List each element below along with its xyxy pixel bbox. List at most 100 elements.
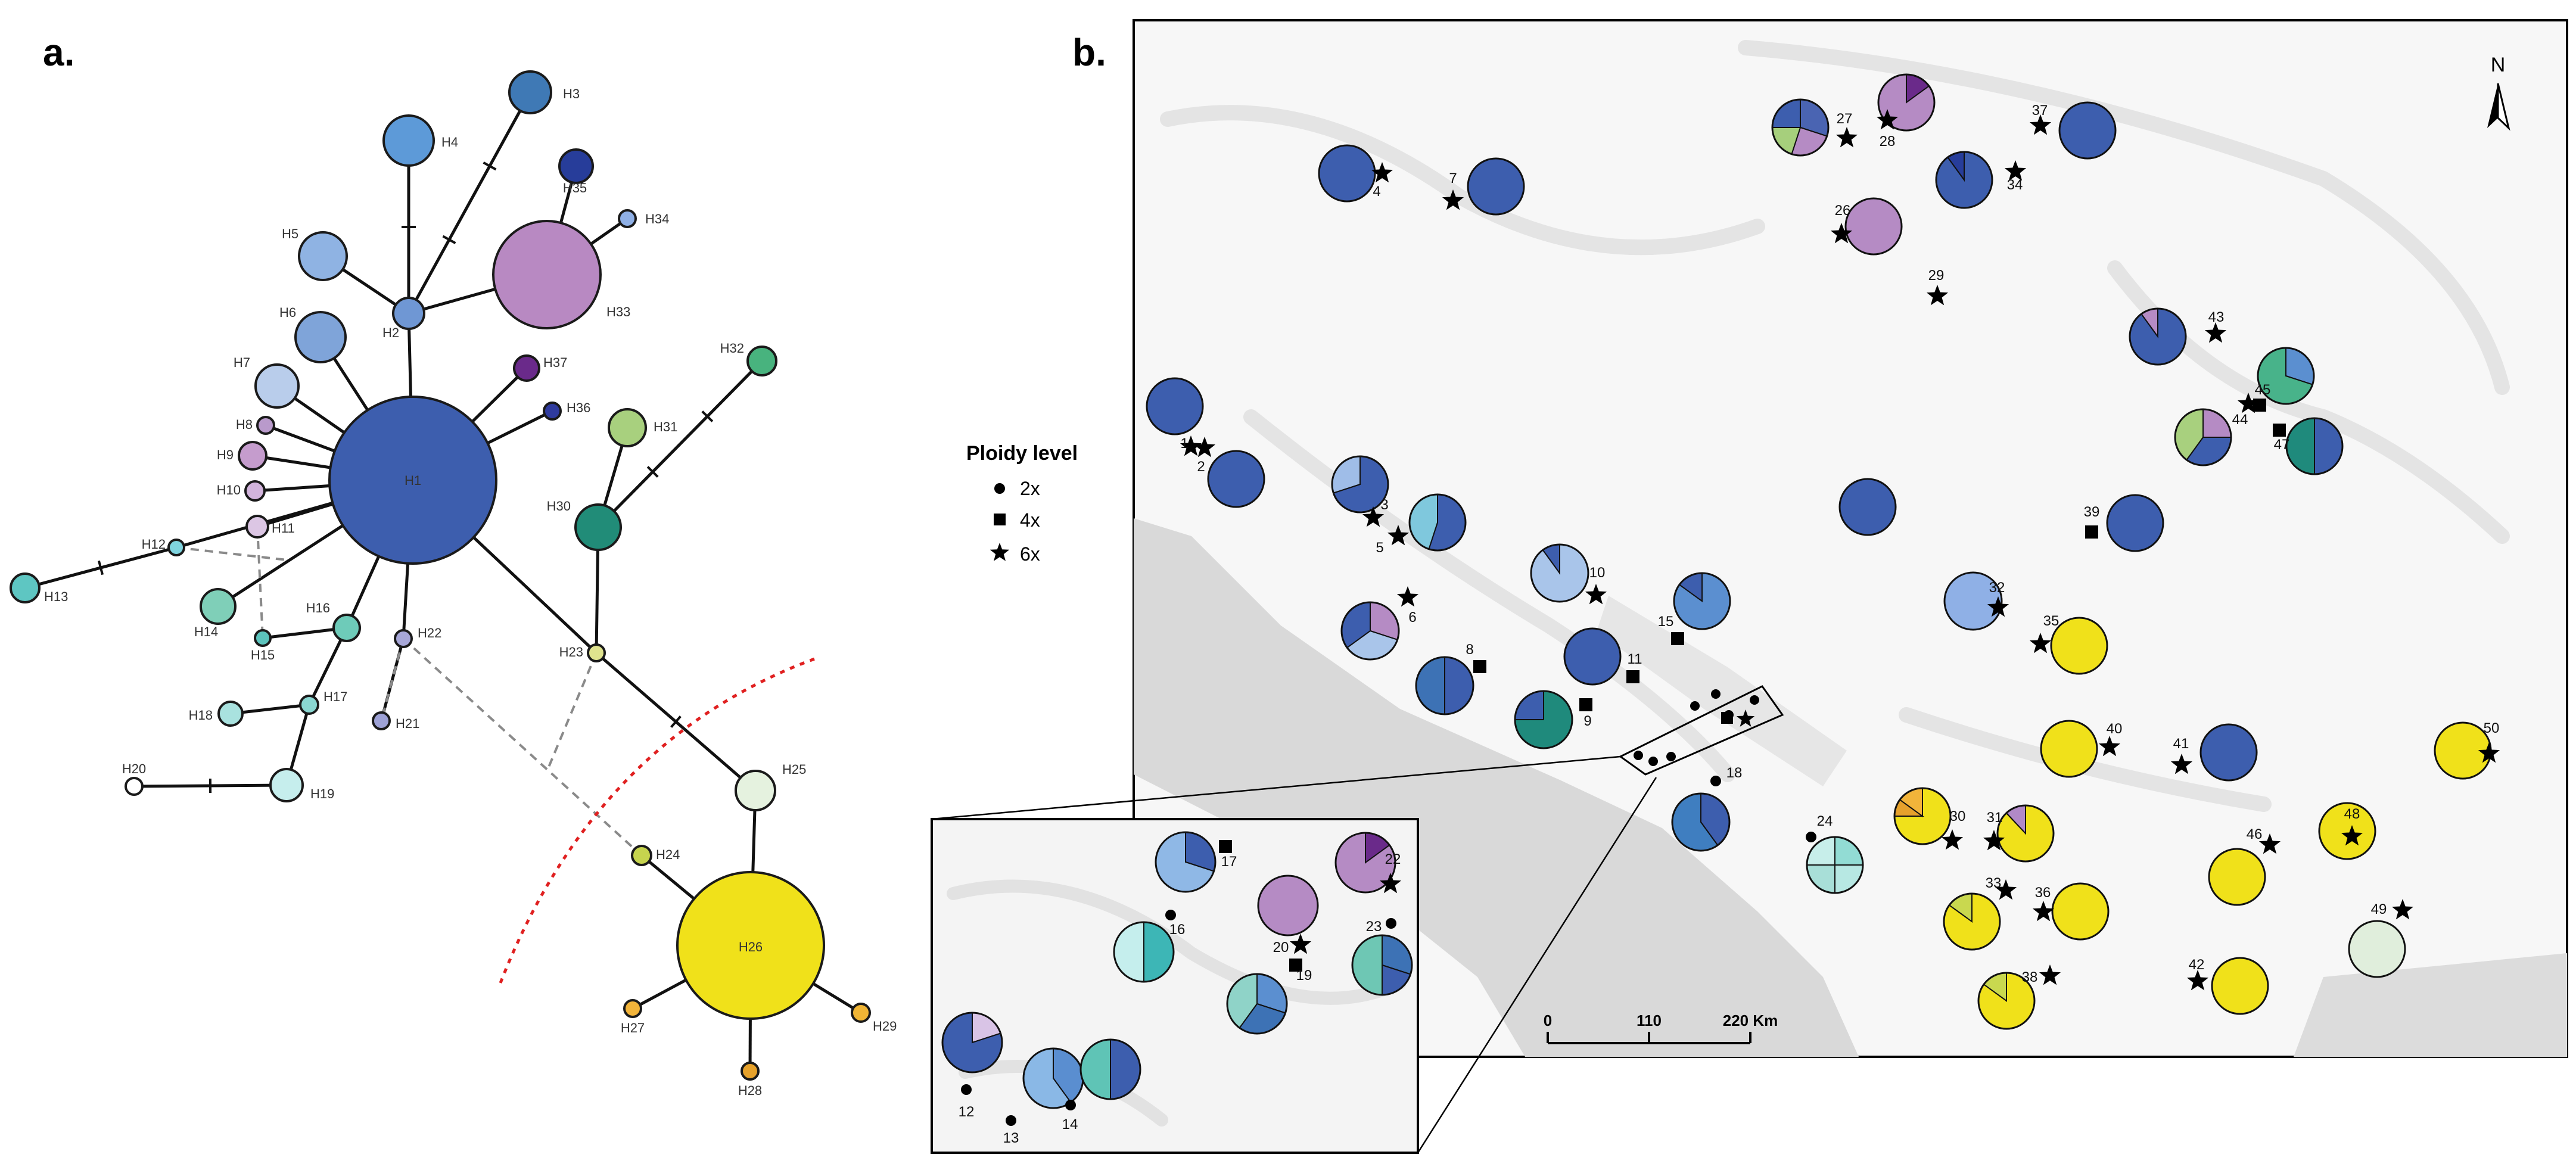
population-label: 37	[2032, 102, 2048, 119]
pie-outline	[1113, 921, 1175, 983]
pie-outline	[1351, 934, 1413, 996]
population-label: 24	[1817, 813, 1833, 829]
population-label: 23	[1366, 919, 1382, 935]
population-pie	[1806, 836, 1864, 894]
population-pie	[1844, 197, 1903, 256]
pie-slice	[2208, 848, 2266, 906]
haplotype-node-H33	[492, 220, 602, 329]
haplotype-node-H32	[746, 346, 777, 376]
scale-tick-0: 0	[1544, 1012, 1552, 1029]
population-pie	[2129, 307, 2187, 366]
population-label: 47	[2274, 437, 2290, 453]
pie-slice	[1838, 478, 1897, 536]
population-pie	[2257, 347, 2315, 405]
population-label: 32	[1989, 580, 2005, 596]
pie-outline	[2257, 347, 2315, 405]
haplotype-label: H27	[621, 1020, 645, 1035]
legend-2x: 2x	[1020, 478, 1040, 499]
hexaploid-star-icon	[1387, 525, 1410, 546]
diploid-dot-icon	[1006, 1115, 1016, 1126]
haplotype-node-H14	[200, 588, 237, 625]
hexaploid-star-icon	[1995, 879, 2017, 900]
panel-b-label: b.	[1072, 31, 1106, 74]
haplotype-node-H17	[299, 695, 319, 715]
haplotype-node-H1	[328, 396, 497, 565]
population-label: 29	[1928, 267, 1945, 284]
haplotype-node-H18	[217, 701, 244, 727]
pie-slice	[2058, 101, 2117, 160]
haplotype-node-H20	[125, 777, 144, 796]
population-pie	[1467, 157, 1525, 216]
haplotype-node-H22	[394, 629, 413, 648]
hexaploid-star-icon	[2341, 825, 2363, 846]
population-label: 27	[1837, 111, 1853, 127]
population-pie	[2208, 848, 2266, 906]
haplotype-node-H10	[244, 480, 266, 502]
haplotype-label: H16	[306, 600, 330, 615]
tetraploid-square-icon	[2253, 399, 2266, 412]
population-label: 39	[2084, 504, 2100, 520]
population-label: 14	[1062, 1116, 1078, 1132]
haplotype-node-H15	[254, 629, 272, 647]
scale-bar: 0 110 220 Km	[1544, 1012, 1778, 1044]
pie-slice	[2040, 720, 2098, 778]
pie-outline	[1806, 836, 1864, 894]
haplotype-label: H4	[441, 135, 458, 150]
hexaploid-star-icon	[2186, 970, 2209, 991]
population-pie	[2051, 882, 2110, 941]
pie-slice	[2318, 802, 2376, 860]
population-label: 15	[1658, 614, 1674, 630]
pie-outline	[1079, 1038, 1141, 1100]
pie-outline	[941, 1012, 1003, 1073]
haplotype-node-H26	[676, 871, 825, 1020]
haplotype-label: H7	[234, 355, 250, 370]
haplotype-label: H21	[396, 716, 419, 731]
hexaploid-star-icon	[2004, 160, 2027, 181]
population-label: 43	[2208, 309, 2225, 325]
hexaploid-star-icon	[2478, 742, 2500, 763]
haplotype-node-H37	[513, 354, 540, 382]
hexaploid-star-icon	[1926, 285, 1949, 306]
legend-title: Ploidy level	[966, 442, 1078, 465]
network-edge	[379, 638, 405, 721]
pie-outline	[2174, 408, 2232, 466]
haplotype-label: H22	[418, 626, 441, 640]
pie-outline	[1977, 972, 2036, 1030]
population-label: 38	[2022, 969, 2038, 985]
haplotype-label: H2	[382, 325, 399, 340]
inset-connector-line	[931, 755, 1621, 820]
pie-outline	[1673, 572, 1731, 630]
north-arrow-icon: N	[2487, 54, 2510, 131]
haplotype-label: H32	[720, 341, 744, 356]
population-pie	[1022, 1047, 1084, 1109]
alternative-connection	[547, 652, 598, 769]
population-pie	[2058, 101, 2117, 160]
population-pie	[1331, 455, 1389, 514]
diploid-dot-icon	[1386, 918, 1396, 929]
population-pie	[1257, 875, 1319, 936]
diploid-dot-icon	[1634, 751, 1643, 760]
legend-4x: 4x	[1020, 509, 1040, 531]
tetraploid-square-icon	[1579, 698, 1592, 711]
tetraploid-square-icon	[1721, 712, 1733, 724]
pie-slice	[2051, 882, 2110, 941]
population-pie	[2174, 408, 2232, 466]
population-label: 17	[1221, 854, 1237, 870]
hexaploid-star-icon	[1396, 586, 1419, 607]
population-label: 18	[1726, 765, 1743, 781]
population-pie	[1563, 627, 1622, 686]
hexaploid-star-icon	[2204, 322, 2227, 343]
hexaploid-star-icon	[1876, 109, 1899, 130]
population-pie	[1893, 787, 1952, 845]
haplotype-node-H11	[245, 515, 269, 539]
haplotype-label: H18	[189, 708, 213, 723]
population-label: 4	[1373, 183, 1380, 200]
population-label: 49	[2371, 901, 2387, 917]
hexaploid-star-icon	[1371, 162, 1393, 183]
haplotype-label: H23	[559, 645, 583, 659]
legend-star-icon	[990, 543, 1010, 561]
pie-outline	[1155, 831, 1217, 893]
haplotype-label: H15	[251, 648, 275, 662]
pie-slice	[2348, 920, 2406, 978]
hexaploid-star-icon	[2039, 964, 2061, 985]
